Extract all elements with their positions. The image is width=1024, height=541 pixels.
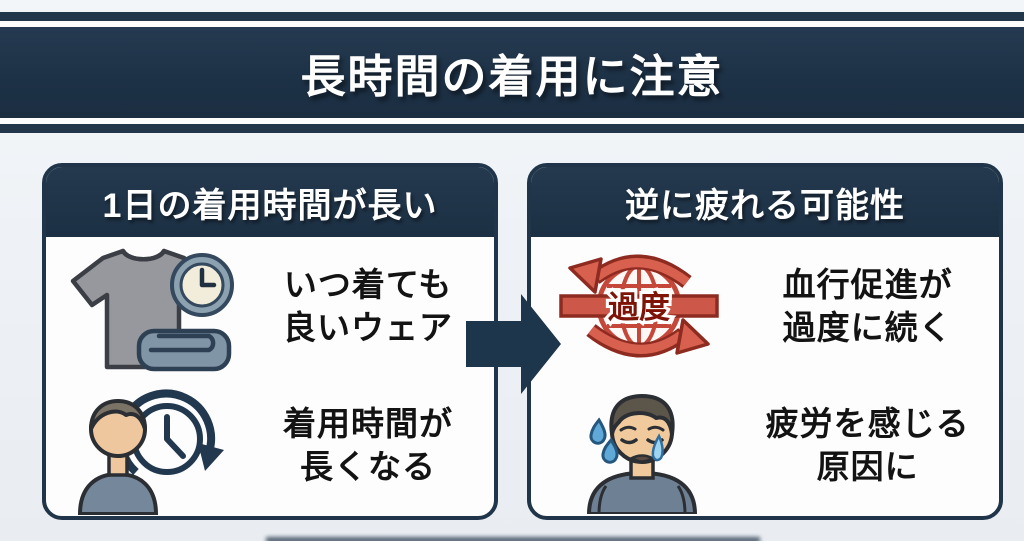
list-item: 過度 血行促進が 過度に続く bbox=[531, 237, 999, 377]
bottom-section-peek bbox=[266, 537, 760, 541]
effect-item-line1: 血行促進が bbox=[782, 265, 953, 303]
cause-card-title: 1日の着用時間が長い bbox=[102, 186, 438, 225]
overwork-circulation-icon: 過度 bbox=[531, 244, 746, 370]
list-item: 着用時間が 長くなる bbox=[46, 377, 494, 517]
effect-item-line2: 過度に続く bbox=[782, 308, 953, 346]
effect-item-text: 疲労を感じる 原因に bbox=[746, 403, 999, 489]
cause-item-line2: 良いウェア bbox=[283, 308, 454, 346]
bottom-white-line bbox=[0, 118, 1024, 124]
cause-card-body: いつ着ても 良いウェア bbox=[46, 237, 494, 516]
list-item: 疲労を感じる 原因に bbox=[531, 377, 999, 517]
shirt-clock-icon bbox=[46, 241, 252, 373]
cause-item-line1: いつ着ても bbox=[283, 265, 453, 303]
effect-card-title: 逆に疲れる可能性 bbox=[625, 186, 905, 225]
effect-card-body: 過度 血行促進が 過度に続く bbox=[531, 237, 999, 516]
top-border-rule bbox=[0, 12, 1024, 21]
effect-item-line2: 原因に bbox=[816, 448, 919, 486]
cause-card-header: 1日の着用時間が長い bbox=[46, 167, 494, 237]
cause-item-text: いつ着ても 良いウェア bbox=[252, 264, 494, 350]
bottom-border-rule bbox=[0, 124, 1024, 133]
cause-item-line2: 長くなる bbox=[300, 448, 437, 486]
tired-person-icon bbox=[531, 378, 746, 515]
flow-arrow-icon bbox=[466, 294, 561, 399]
overwork-badge: 過度 bbox=[608, 290, 670, 325]
cause-item-text: 着用時間が 長くなる bbox=[252, 403, 494, 489]
cause-item-line1: 着用時間が bbox=[283, 405, 454, 443]
top-white-line bbox=[0, 21, 1024, 27]
effect-card: 逆に疲れる可能性 bbox=[527, 163, 1003, 520]
effect-card-header: 逆に疲れる可能性 bbox=[531, 167, 999, 237]
effect-item-text: 血行促進が 過度に続く bbox=[746, 264, 999, 350]
person-history-clock-icon bbox=[46, 377, 252, 516]
page-title: 長時間の着用に注意 bbox=[300, 51, 724, 102]
effect-item-line1: 疲労を感じる bbox=[765, 405, 970, 443]
list-item: いつ着ても 良いウェア bbox=[46, 237, 494, 377]
title-band: 長時間の着用に注意 bbox=[0, 27, 1024, 118]
cause-card: 1日の着用時間が長い bbox=[42, 163, 498, 520]
